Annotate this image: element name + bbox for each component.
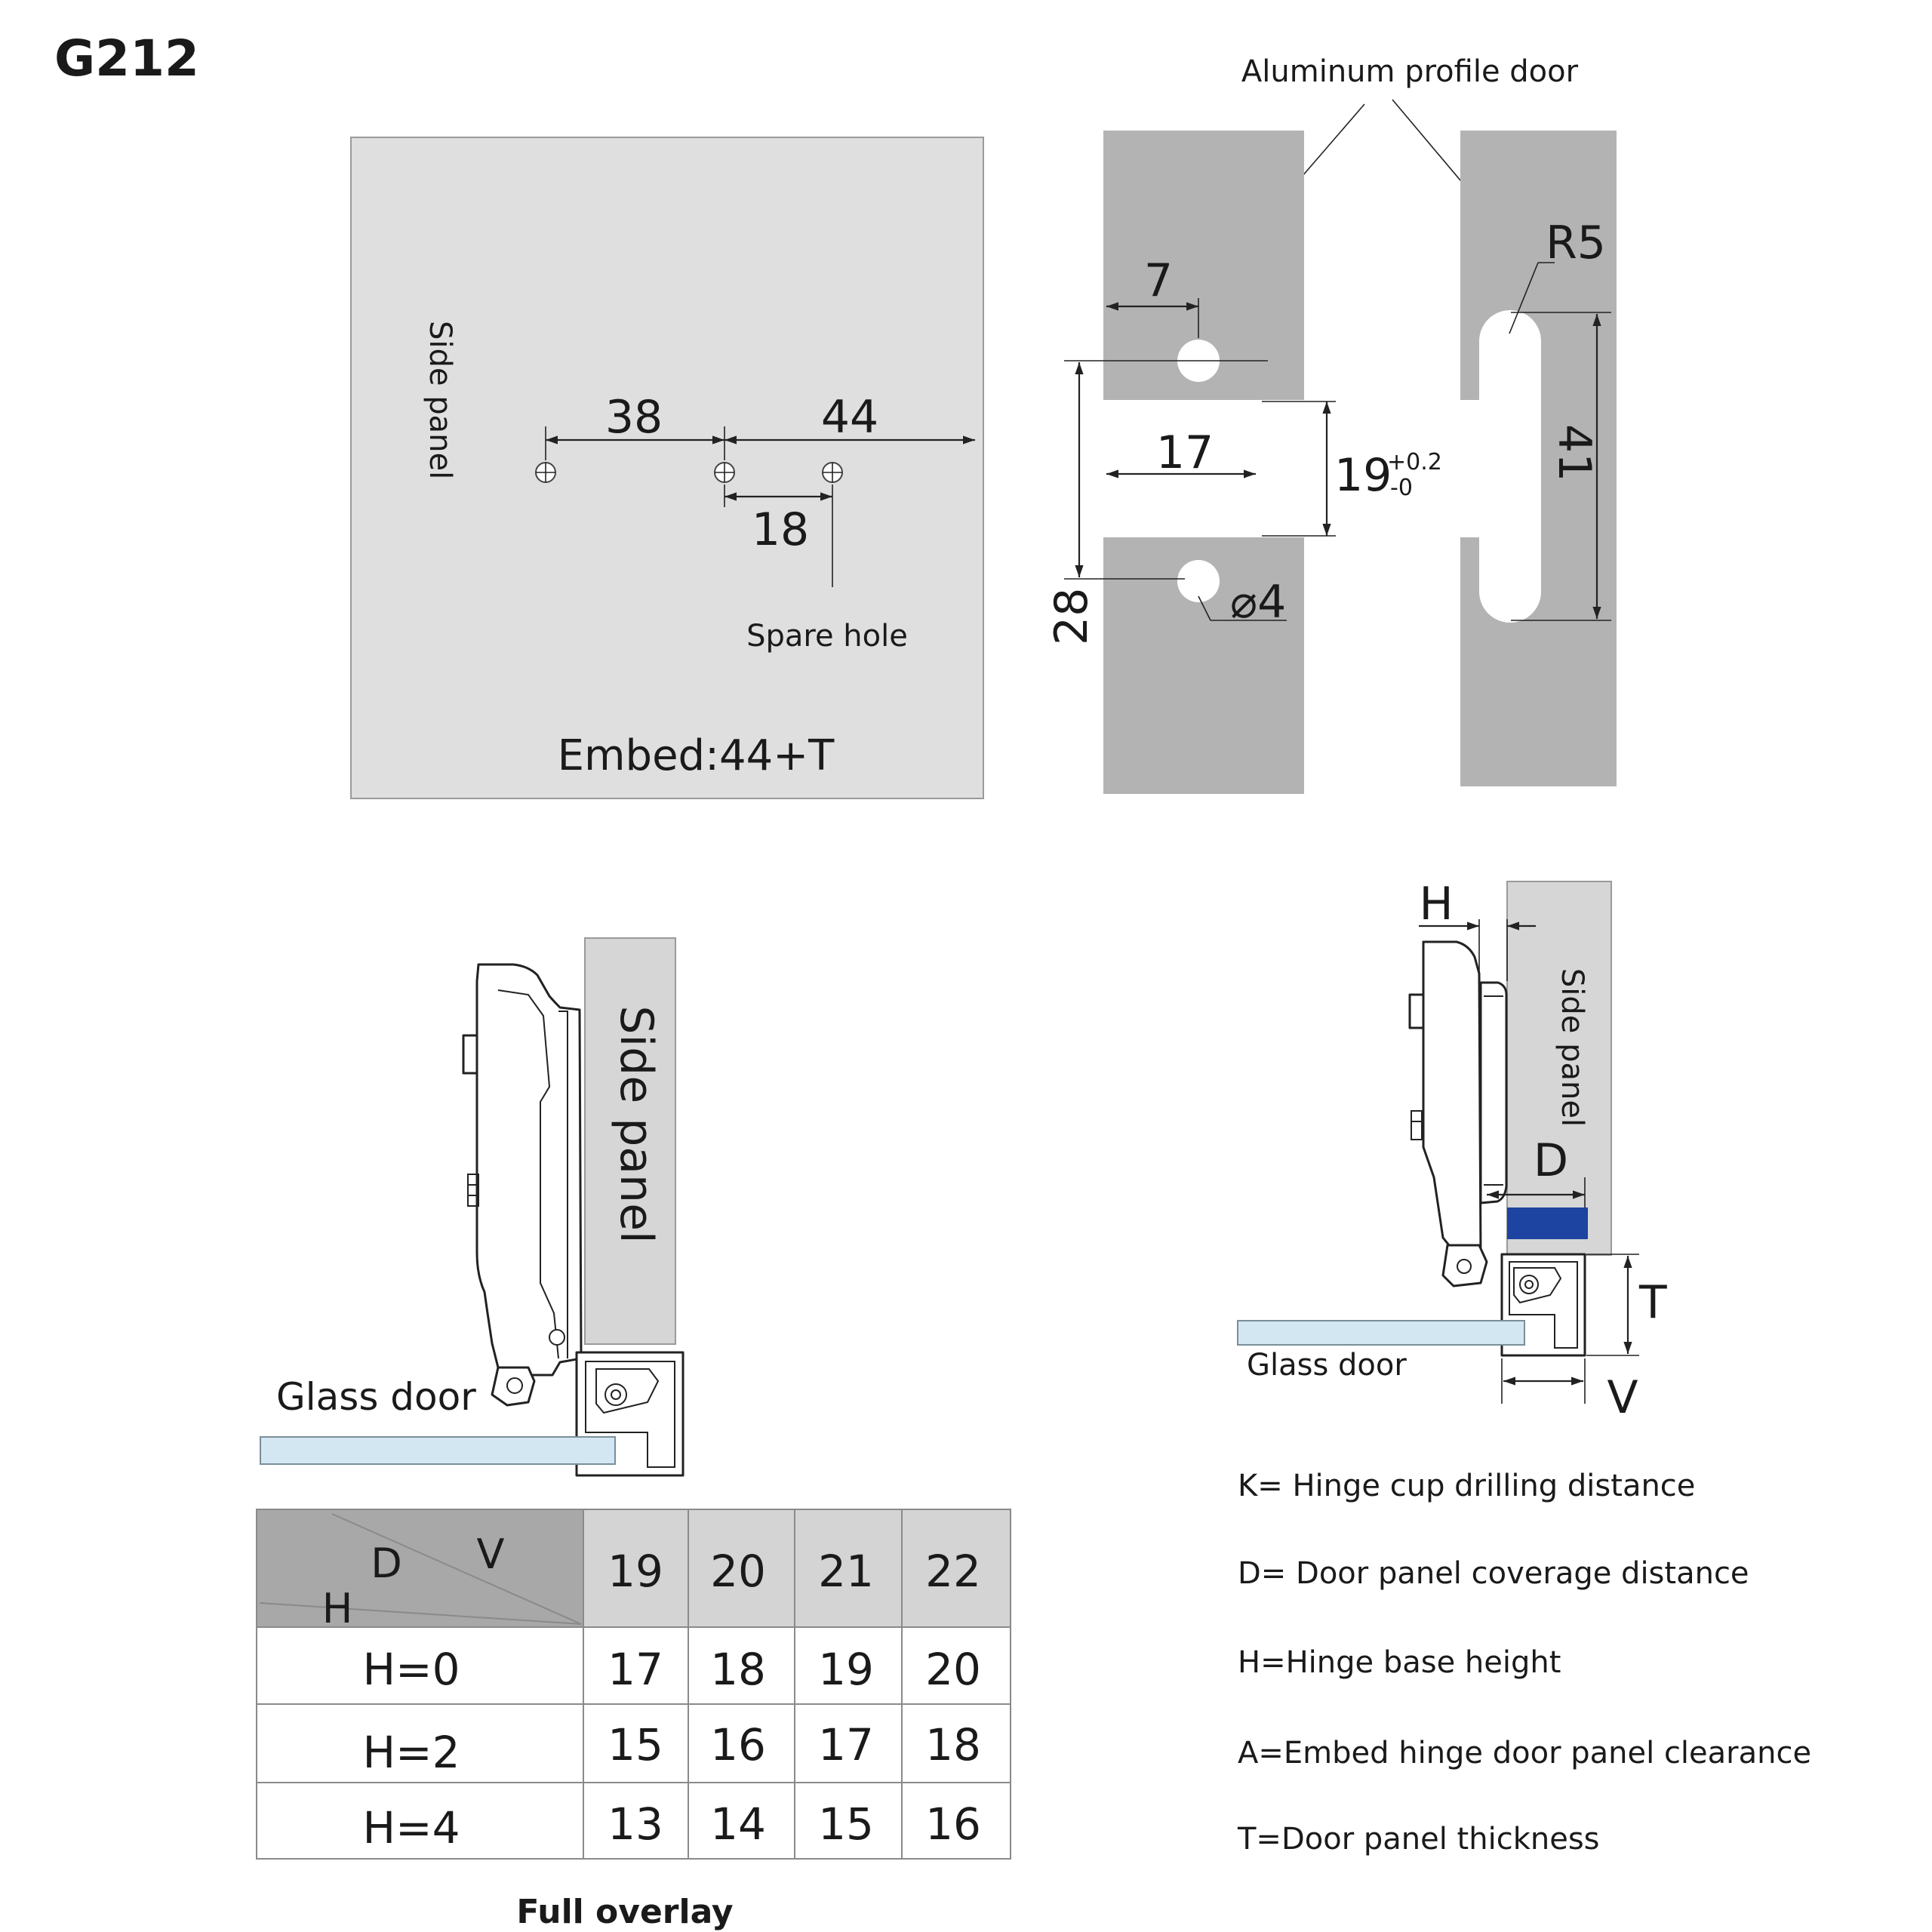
dim-r5: R5 (1546, 217, 1606, 269)
glass-door-label: Glass door (276, 1375, 476, 1419)
table-col-header: 21 (818, 1546, 874, 1597)
profile-hole-bottom (1177, 560, 1220, 602)
detail-glass-panel (1237, 1320, 1525, 1346)
dim-44: 44 (821, 391, 878, 444)
glass-door-panel (260, 1436, 616, 1465)
legend-item: H=Hinge base height (1238, 1645, 1561, 1680)
dim-19-tolerance-plus: +0.2 (1387, 449, 1442, 475)
table-cell: 17 (818, 1719, 874, 1770)
dim-41: 41 (1548, 424, 1601, 481)
profile-oval-slot (1479, 310, 1541, 623)
profile-label: Aluminum profile door (1241, 54, 1579, 89)
table-caption: Full overlay (516, 1893, 733, 1931)
pivot-pin (549, 1329, 565, 1346)
spare-hole-label: Spare hole (746, 619, 908, 654)
dim-19-tolerance-minus: -0 (1390, 475, 1413, 501)
table-col-header: 19 (608, 1546, 663, 1597)
legend-item: K= Hinge cup drilling distance (1238, 1469, 1695, 1503)
dim-38: 38 (605, 391, 663, 444)
dim-28: 28 (1045, 588, 1098, 645)
side-panel-plate (350, 137, 984, 799)
legend: K= Hinge cup drilling distance D= Door p… (1237, 1469, 1811, 1857)
detail-glass-door-label: Glass door (1247, 1348, 1407, 1383)
model-title: G212 (54, 29, 199, 88)
dim-17: 17 (1156, 426, 1214, 479)
dim-7: 7 (1144, 254, 1173, 307)
legend-item: T=Door panel thickness (1237, 1822, 1600, 1857)
table-cell: 18 (925, 1719, 981, 1770)
dim-19: 19 (1334, 449, 1392, 502)
profile-front (1103, 131, 1304, 794)
profile-slot (1103, 400, 1259, 537)
table-header-h: H (322, 1585, 353, 1632)
coverage-bar (1507, 1208, 1588, 1239)
table-cell: 13 (608, 1798, 663, 1850)
table-cell: 19 (818, 1644, 874, 1695)
overlay-table: D V H 19 20 21 22 H=0 17 18 19 20 H=2 15… (256, 1509, 1011, 1931)
table-cell: 15 (608, 1719, 663, 1770)
table-header-d: D (371, 1540, 402, 1587)
dim-dia4: ⌀4 (1230, 576, 1286, 629)
side-panel-block (584, 937, 676, 1345)
hinge-arm (475, 963, 583, 1377)
table-row-label: H=2 (362, 1727, 460, 1778)
side-panel-label: Side panel (423, 321, 457, 479)
table-header-v: V (477, 1531, 505, 1578)
detail-hinge-cup (1479, 981, 1508, 1204)
detail-view: Side panel H D Glass door T (1237, 878, 1667, 1424)
adjust-screw-mid (467, 1174, 479, 1207)
dim-18: 18 (752, 503, 809, 556)
table-cell: 20 (925, 1644, 981, 1695)
legend-item: D= Door panel coverage distance (1238, 1556, 1749, 1591)
table-cell: 16 (710, 1719, 766, 1770)
table-row-label: H=0 (362, 1644, 460, 1695)
table-cell: 14 (710, 1798, 766, 1850)
v-label: V (1607, 1371, 1638, 1424)
d-label: D (1534, 1134, 1568, 1187)
detail-side-panel-label: Side panel (1555, 968, 1589, 1127)
table-cell: 18 (710, 1644, 766, 1695)
t-label: T (1638, 1276, 1667, 1329)
table-corner-cell (257, 1509, 583, 1627)
adjust-screw-top (462, 1034, 478, 1075)
detail-hinge-arm (1422, 940, 1482, 1263)
table-row-label: H=4 (362, 1802, 460, 1854)
table-cell: 17 (608, 1644, 663, 1695)
table-col-header: 20 (710, 1546, 766, 1597)
table-col-header: 22 (925, 1546, 981, 1597)
aluminum-profile-view: Aluminum profile door 7 17 19 +0.2 -0 28… (1045, 54, 1617, 794)
h-label: H (1419, 878, 1453, 931)
embed-label: Embed:44+T (558, 731, 835, 780)
installation-view: Side panel Glass door (260, 937, 685, 1477)
detail-screw (1408, 993, 1425, 1029)
table-cell: 16 (925, 1798, 981, 1850)
table-cell: 15 (818, 1798, 874, 1850)
side-panel-drilling-view: Side panel 38 44 18 Spare hole Embed:44+… (350, 137, 984, 799)
side-panel-label-vertical: Side panel (610, 1005, 663, 1243)
table-header-row (583, 1509, 1011, 1627)
legend-item: A=Embed hinge door panel clearance (1238, 1736, 1811, 1770)
